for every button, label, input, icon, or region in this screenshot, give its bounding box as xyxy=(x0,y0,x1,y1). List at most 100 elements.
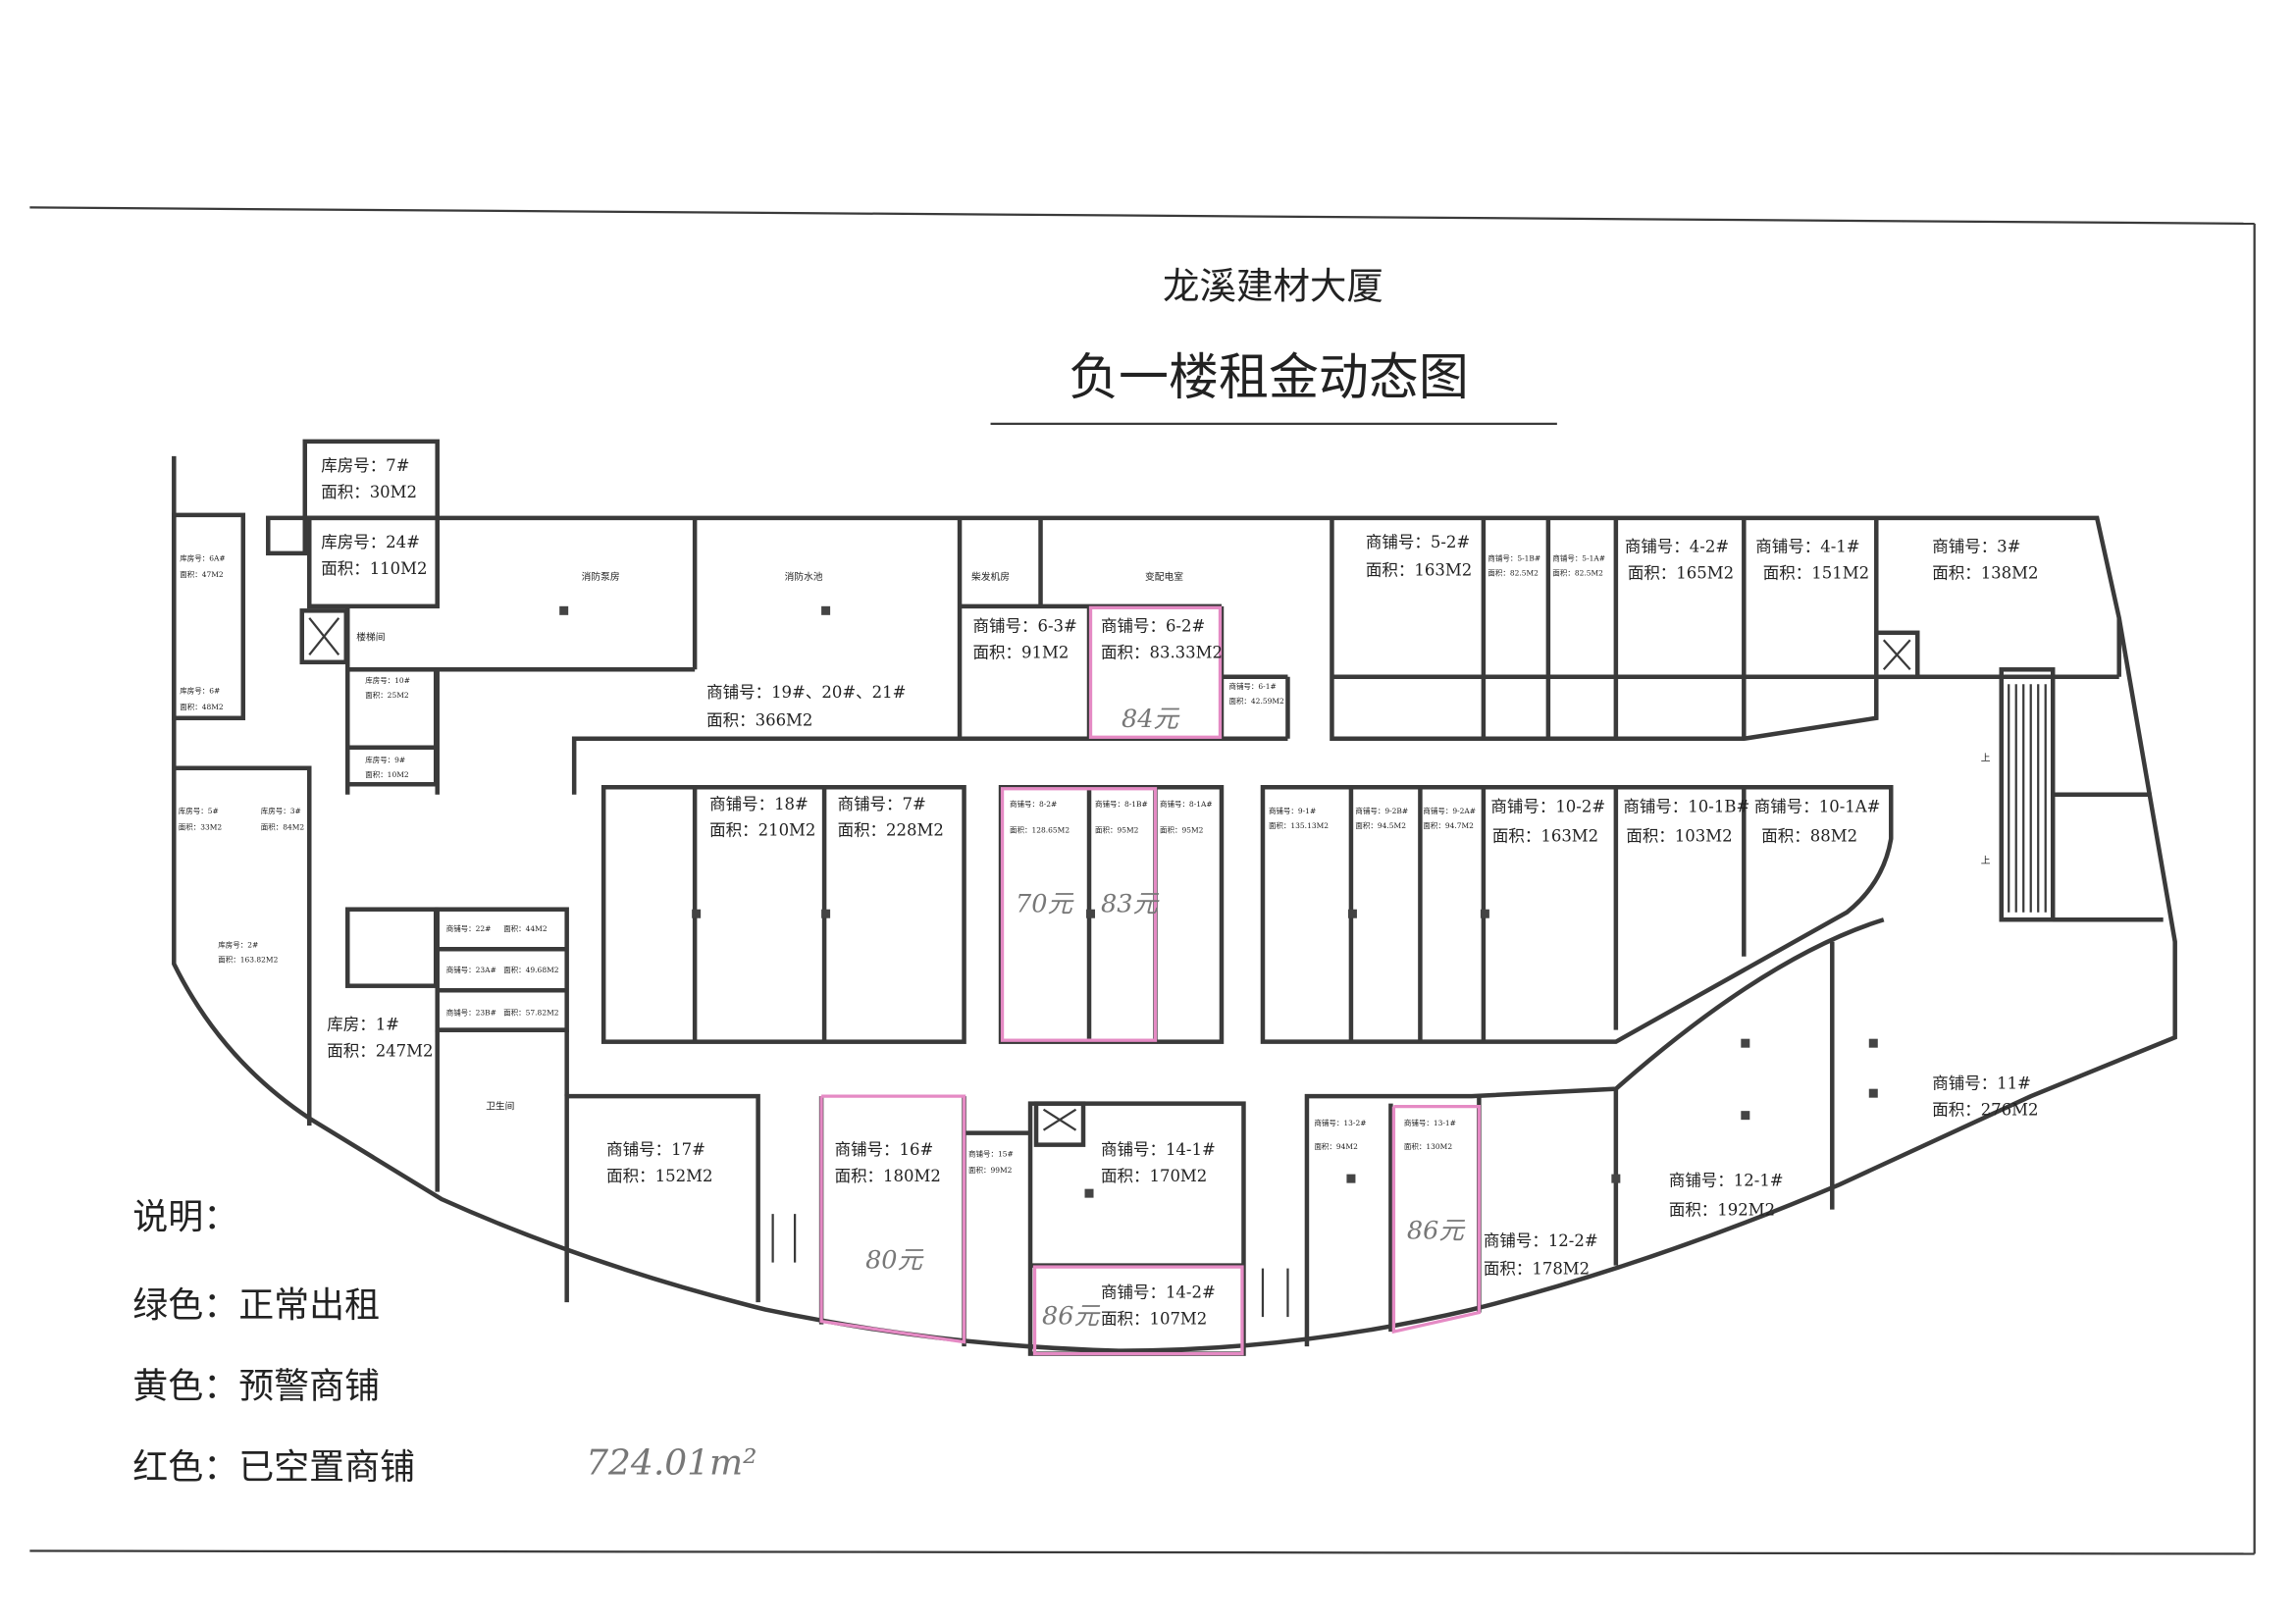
room-area: 面积：103M2 xyxy=(1626,827,1732,846)
shop-10-1a[interactable]: 商铺号：10-1A#面积：88M2 xyxy=(1754,798,1881,846)
room-number: 商铺号：23B# xyxy=(446,1008,496,1018)
shop-9-1[interactable]: 商铺号：9-1#面积：135.13M2 xyxy=(1269,806,1329,830)
room-area: 面积：82.5M2 xyxy=(1487,567,1539,577)
shop-19-20-21[interactable]: 商铺号：19#、20#、21#面积：366M2 xyxy=(706,683,906,729)
legend-item-yellow: 黄色：预警商铺 xyxy=(132,1367,380,1407)
room-wh5[interactable]: 库房号：5#面积：33M2 xyxy=(179,806,223,831)
room-wh10[interactable]: 库房号：10#面积：25M2 xyxy=(365,675,410,700)
room-area: 面积：42.59M2 xyxy=(1228,696,1284,706)
shop-9-2a[interactable]: 商铺号：9-2A# 面积：94.7M2 xyxy=(1423,806,1476,830)
shop-5-2[interactable]: 商铺号：5-2#面积：163M2 xyxy=(1366,533,1472,579)
vacant-outlines xyxy=(819,605,1482,1356)
shop-6-1[interactable]: 商铺号：6-1#面积：42.59M2 xyxy=(1228,681,1284,706)
room-number: 商铺号：4-2# xyxy=(1625,537,1729,555)
room-number: 商铺号：17# xyxy=(606,1140,705,1159)
shop-6-2[interactable]: 商铺号：6-2# 面积：83.33M2 xyxy=(1101,616,1223,661)
room-number: 商铺号：6-2# xyxy=(1101,616,1205,635)
room-area: 面积：163M2 xyxy=(1366,560,1472,579)
room-area: 面积：30M2 xyxy=(321,483,417,501)
room-wh7[interactable]: 库房号：7#面积：30M2 xyxy=(321,456,417,501)
room-area: 面积：82.5M2 xyxy=(1552,567,1603,577)
room-wh1[interactable]: 库房：1# 面积：247M2 xyxy=(327,1016,433,1061)
shop-4-1[interactable]: 商铺号：4-1#面积：151M2 xyxy=(1755,537,1869,582)
room-number: 商铺号：13-2# xyxy=(1314,1118,1366,1127)
room-number: 库房号：3# xyxy=(261,806,301,815)
legend: 说明： 绿色：正常出租 黄色：预警商铺 红色：已空置商铺 724.01m² xyxy=(132,1197,757,1488)
room-number: 库房号：6# xyxy=(180,685,220,695)
stairwell-label: 楼梯间 xyxy=(356,630,385,643)
shop-23a[interactable]: 商铺号：23A#面积：49.68M2 xyxy=(446,965,559,974)
room-number: 商铺号：5-1B# xyxy=(1487,552,1540,562)
room-area: 面积：163M2 xyxy=(1492,827,1598,846)
room-number: 商铺号：14-1# xyxy=(1101,1140,1216,1159)
handwritten-total-area: 724.01m² xyxy=(586,1443,757,1484)
shop-10-2[interactable]: 商铺号：10-2#面积：163M2 xyxy=(1490,798,1605,846)
shop-7[interactable]: 商铺号：7#面积：228M2 xyxy=(838,795,944,840)
up-label: 上 xyxy=(1981,855,1991,866)
shop-3[interactable]: 商铺号：3# 面积：138M2 xyxy=(1932,537,2038,582)
structural-columns xyxy=(559,605,1878,1198)
room-area: 面积：10M2 xyxy=(365,769,409,779)
room-area: 面积：170M2 xyxy=(1101,1167,1207,1185)
room-area: 面积：130M2 xyxy=(1404,1141,1452,1151)
shop-23b[interactable]: 商铺号：23B# 面积：57.82M2 xyxy=(446,1008,559,1018)
room-number: 库房号：5# xyxy=(179,806,219,815)
shop-9-2b[interactable]: 商铺号：9-2B#面积：94.5M2 xyxy=(1355,806,1408,830)
handwritten-rent: 86元 xyxy=(1407,1217,1466,1246)
room-number: 商铺号：8-1B# xyxy=(1095,799,1148,809)
shop-16[interactable]: 商铺号：16#面积：180M2 xyxy=(835,1140,941,1185)
shop-8-2[interactable]: 商铺号：8-2#面积：128.65M2 xyxy=(1010,799,1070,835)
shop-15[interactable]: 商铺号：15#面积：99M2 xyxy=(968,1149,1014,1175)
room-wh9[interactable]: 库房号：9#面积：10M2 xyxy=(365,755,409,779)
room-area: 面积：48M2 xyxy=(180,702,224,711)
room-wh3[interactable]: 库房号：3#面积：84M2 xyxy=(261,806,305,831)
room-area: 面积：94.7M2 xyxy=(1423,820,1474,830)
shop-6-3[interactable]: 商铺号：6-3#面积：91M2 xyxy=(973,616,1077,661)
room-area: 面积：247M2 xyxy=(327,1042,433,1061)
elevator-icon xyxy=(1874,630,1920,680)
shop-5-1a[interactable]: 商铺号：5-1A#面积：82.5M2 xyxy=(1552,552,1605,577)
shop-8-1a[interactable]: 商铺号：8-1A#面积：95M2 xyxy=(1160,799,1213,835)
shop-14-1[interactable]: 商铺号：14-1# 面积：170M2 xyxy=(1101,1140,1216,1185)
shop-11[interactable]: 商铺号：11#面积：276M2 xyxy=(1932,1074,2038,1120)
page-frame xyxy=(29,206,2256,1555)
room-number: 商铺号：9-2A# xyxy=(1423,806,1476,815)
handwritten-rent: 84元 xyxy=(1122,705,1180,734)
shop-13-2[interactable]: 商铺号：13-2#面积：94M2 xyxy=(1314,1118,1366,1151)
shop-10-1b[interactable]: 商铺号：10-1B#面积：103M2 xyxy=(1623,798,1749,846)
shop-22[interactable]: 商铺号：22#面积：44M2 xyxy=(446,923,548,933)
room-number: 商铺号：12-2# xyxy=(1484,1231,1598,1250)
room-area: 面积：107M2 xyxy=(1101,1310,1207,1329)
page-title: 负一楼租金动态图 xyxy=(1069,349,1469,407)
room-number: 商铺号：23A# xyxy=(446,965,496,974)
shop-13-1[interactable]: 商铺号：13-1#面积：130M2 xyxy=(1404,1118,1456,1151)
room-number: 库房号：6A# xyxy=(180,552,225,562)
building-title: 龙溪建材大厦 xyxy=(1163,264,1383,307)
up-label: 上 xyxy=(1981,752,1991,763)
shop-14-2[interactable]: 商铺号：14-2#面积：107M2 xyxy=(1101,1283,1216,1329)
room-area: 面积：57.82M2 xyxy=(503,1008,559,1018)
room-number: 商铺号：18# xyxy=(709,795,809,813)
room-number: 库房：1# xyxy=(327,1016,399,1034)
room-wh24[interactable]: 库房号：24#面积：110M2 xyxy=(321,533,427,578)
room-wh6[interactable]: 库房号：6# 面积：48M2 xyxy=(180,685,224,710)
room-number: 库房号：2# xyxy=(218,940,258,950)
shop-5-1b[interactable]: 商铺号：5-1B# 面积：82.5M2 xyxy=(1487,552,1540,577)
handwritten-rent: 70元 xyxy=(1016,890,1074,919)
room-area: 面积：83.33M2 xyxy=(1101,643,1223,661)
room-wh6a[interactable]: 库房号：6A#面积：47M2 xyxy=(180,552,225,578)
shop-4-2[interactable]: 商铺号：4-2#面积：165M2 xyxy=(1625,537,1734,582)
room-wh2[interactable]: 库房号：2#面积：163.82M2 xyxy=(218,940,278,965)
room-area: 面积：151M2 xyxy=(1763,563,1869,582)
room-number: 商铺号：3# xyxy=(1932,537,2020,555)
shop-17[interactable]: 商铺号：17#面积：152M2 xyxy=(606,1140,712,1185)
elevator-icon xyxy=(1033,1101,1086,1147)
room-area: 面积：95M2 xyxy=(1160,825,1204,835)
room-number: 商铺号：8-2# xyxy=(1010,799,1057,809)
room-area: 面积：138M2 xyxy=(1932,563,2038,582)
shop-8-1b[interactable]: 商铺号：8-1B#面积：95M2 xyxy=(1095,799,1148,835)
shop-12-1[interactable]: 商铺号：12-1#面积：192M2 xyxy=(1669,1172,1784,1220)
shop-12-2[interactable]: 商铺号：12-2#面积：178M2 xyxy=(1484,1231,1598,1278)
shop-18[interactable]: 商铺号：18#面积：210M2 xyxy=(709,795,815,840)
